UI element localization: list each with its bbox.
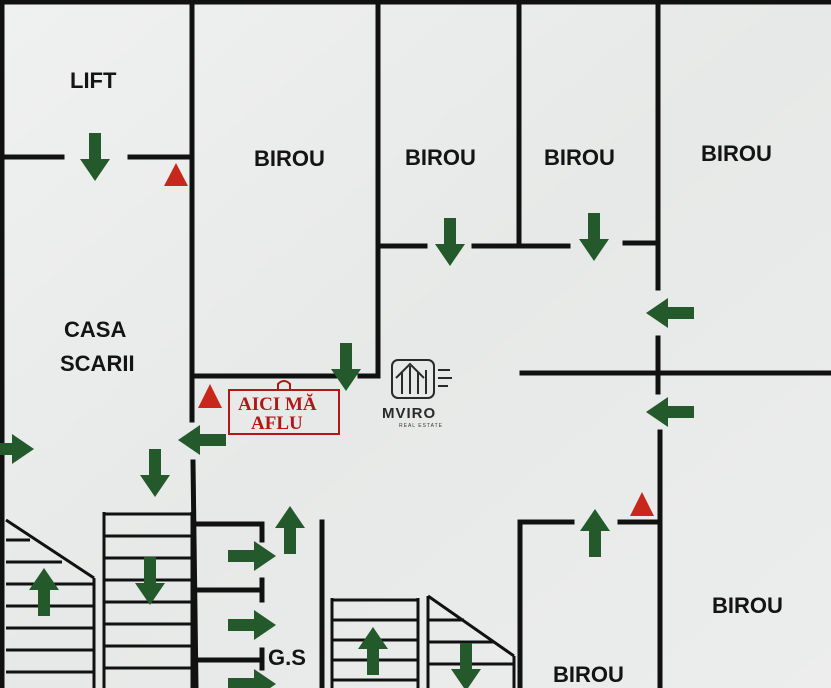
you-are-here-marker: AICI MĂ AFLU (228, 380, 340, 435)
room-label-birou-3: BIROU (544, 145, 615, 170)
fire-extinguisher-markers (164, 163, 654, 516)
house-logo-icon (391, 359, 452, 399)
you-are-here-line1: AICI MĂ (238, 393, 317, 415)
room-label-birou-4: BIROU (701, 141, 772, 166)
room-label-birou-2: BIROU (405, 145, 476, 170)
watermark-logo: MVIRO REAL ESTATE (382, 359, 452, 429)
warning-triangle-icon (630, 492, 654, 516)
staircase-bottom (330, 594, 516, 688)
room-label-casa: CASA (64, 317, 126, 342)
you-are-here-line2: AFLU (251, 413, 303, 434)
room-label-scarii: SCARII (60, 351, 135, 376)
room-label-gs: G.S (268, 645, 306, 670)
room-label-lift: LIFT (70, 68, 117, 93)
warning-triangle-icon (198, 384, 222, 408)
staircase-middle (102, 512, 194, 688)
logo-tagline: REAL ESTATE (399, 423, 443, 429)
room-label-birou-6: BIROU (553, 662, 624, 687)
warning-triangle-icon (164, 163, 188, 186)
room-label-birou-5: BIROU (712, 593, 783, 618)
logo-name: MVIRO (382, 405, 436, 422)
staircase-left (5, 518, 96, 688)
room-label-birou-1: BIROU (254, 146, 325, 171)
